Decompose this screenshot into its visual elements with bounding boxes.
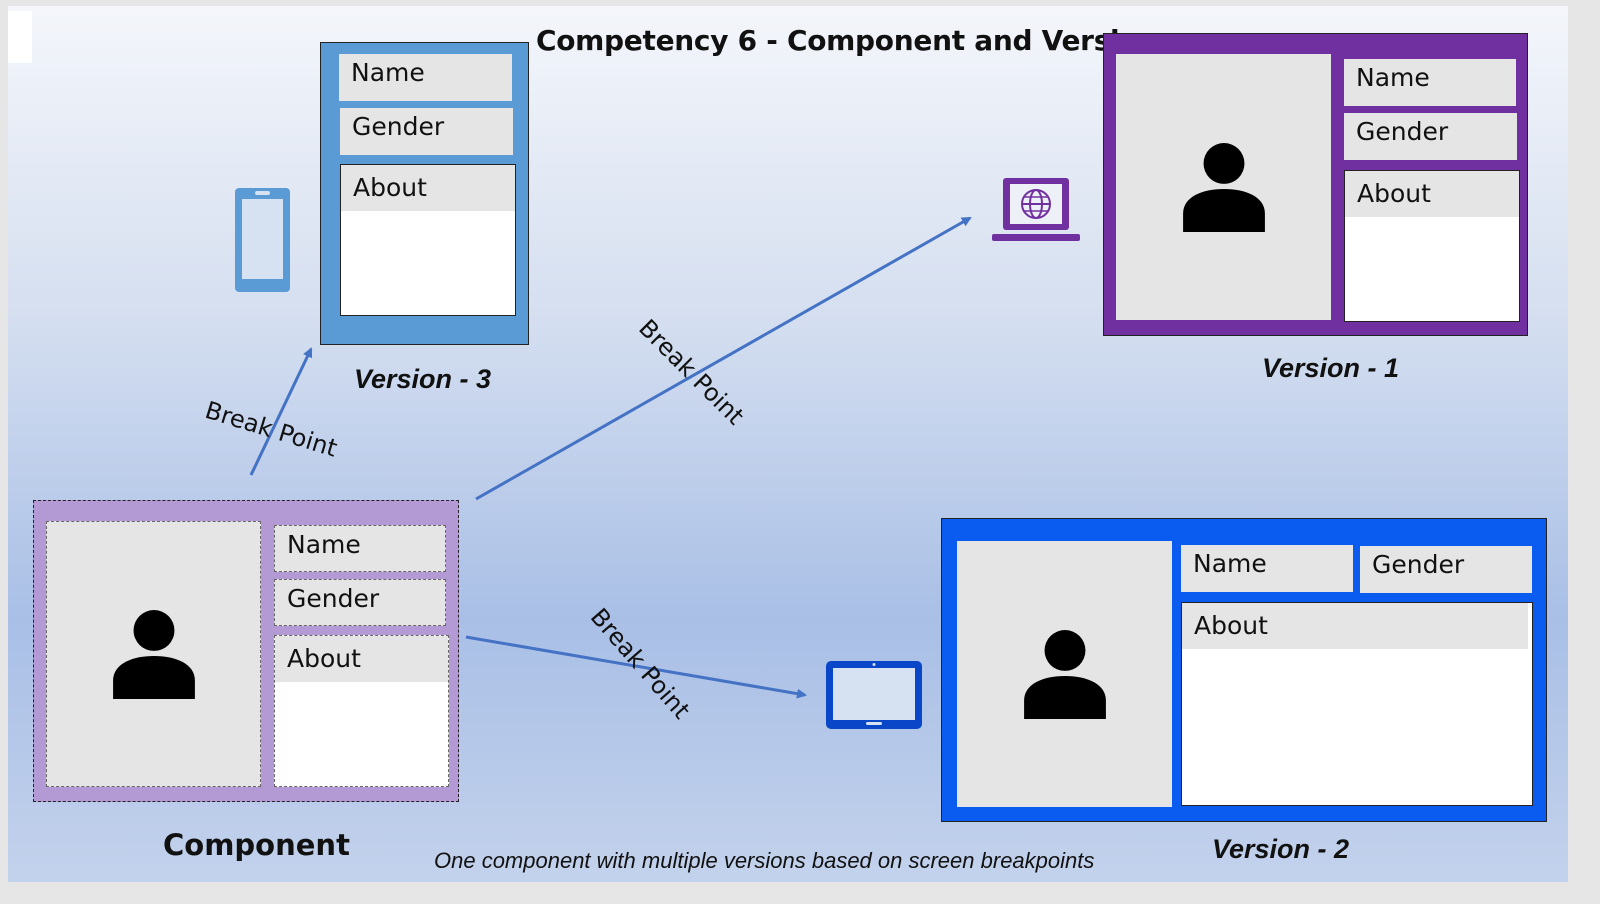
version-1-frame: Name Gender About (1103, 33, 1528, 336)
version-3-frame: Name Gender About (320, 42, 529, 345)
component-name-field: Name (274, 525, 446, 572)
component-frame: Name Gender About (33, 500, 459, 802)
arrow-to-version-3 (249, 347, 313, 476)
version-1-photo (1116, 54, 1331, 320)
version-2-gender-field: Gender (1360, 546, 1532, 593)
person-icon (1182, 143, 1265, 232)
phone-icon (235, 188, 290, 292)
version-1-gender-field: Gender (1344, 113, 1517, 160)
arrow-to-version-2 (465, 635, 807, 699)
version-3-gender-field: Gender (340, 108, 513, 155)
version-1-caption: Version - 1 (1262, 353, 1400, 383)
component-caption: Component (163, 828, 350, 862)
about-label: About (341, 165, 515, 211)
about-label: About (1182, 603, 1528, 649)
slide-canvas: Break Point Break Point Break Point Comp… (8, 6, 1568, 882)
component-gender-field: Gender (274, 579, 446, 626)
version-1-name-field: Name (1344, 59, 1516, 106)
component-photo (46, 521, 261, 787)
component-about-field: About (274, 635, 449, 787)
version-2-photo (957, 541, 1172, 807)
version-2-name-field: Name (1181, 545, 1353, 592)
version-3-about-field: About (340, 164, 516, 316)
version-2-frame: Name Gender About (941, 518, 1547, 822)
about-label: About (1345, 171, 1519, 217)
version-2-about-field: About (1181, 602, 1533, 806)
tablet-icon (826, 661, 922, 729)
person-icon (112, 610, 195, 699)
slide-title: Competency 6 - Component and Versions (536, 24, 1175, 57)
laptop-globe-icon (992, 178, 1080, 241)
arrow-to-version-1 (475, 216, 972, 501)
person-icon (1023, 630, 1106, 719)
version-3-name-field: Name (339, 54, 512, 101)
version-2-caption: Version - 2 (1212, 834, 1350, 864)
arrows-layer (249, 216, 972, 699)
about-label: About (275, 636, 448, 682)
version-3-caption: Version - 3 (354, 364, 492, 394)
corner-block (8, 11, 32, 63)
footnote: One component with multiple versions bas… (434, 848, 1095, 873)
version-1-about-field: About (1344, 170, 1520, 322)
